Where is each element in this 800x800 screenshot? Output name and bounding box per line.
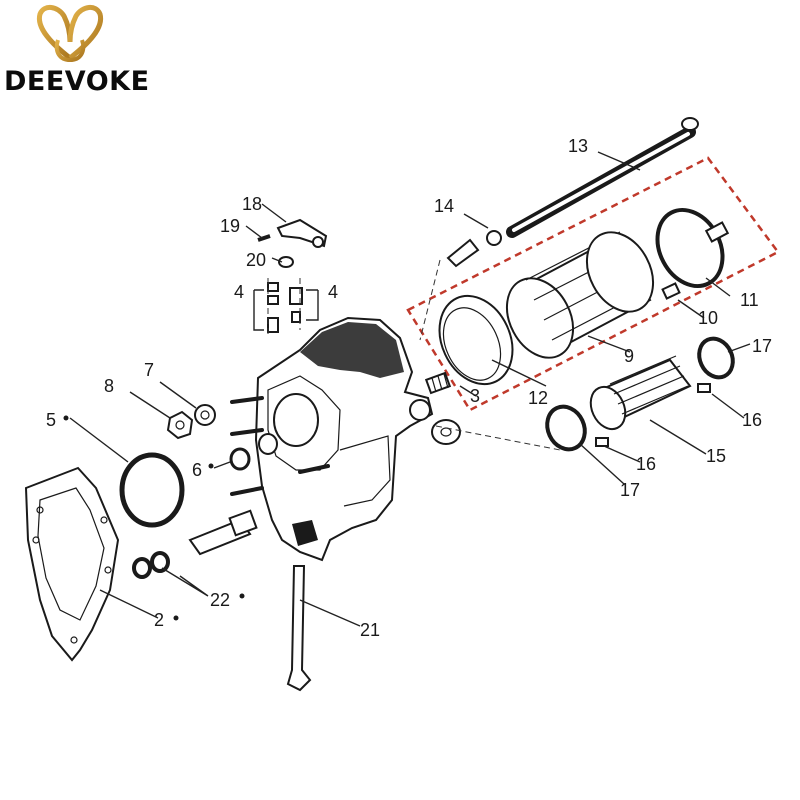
callout-4-left: 4 (234, 282, 244, 302)
exhaust-ring (438, 294, 514, 386)
callout-8: 8 (104, 376, 114, 396)
callout-15: 15 (706, 446, 726, 466)
o-ring-small (229, 447, 251, 471)
brand-name: DEEVOKE (4, 66, 150, 97)
clip-small-right (697, 383, 711, 393)
callout-7: 7 (144, 360, 154, 380)
callout-3: 3 (470, 386, 480, 406)
small-seals (132, 551, 170, 579)
o-ring-large (119, 452, 185, 528)
studs (230, 396, 330, 496)
shift-lever (257, 218, 328, 268)
callout-2: 2 (154, 610, 164, 630)
callout-9: 9 (624, 346, 634, 366)
bell-housing (254, 316, 434, 562)
callout-18: 18 (242, 194, 262, 214)
callout-17-right: 17 (752, 336, 772, 356)
callout-13: 13 (568, 136, 588, 156)
gasket-plate (24, 466, 120, 662)
shift-shaft (286, 565, 312, 692)
callout-10: 10 (698, 308, 718, 328)
leader-lines (69, 151, 751, 627)
alignment-lines (267, 259, 561, 451)
callout-14: 14 (434, 196, 454, 216)
callout-21: 21 (360, 620, 380, 640)
washer-nut (166, 404, 216, 440)
bellows-clamp (655, 207, 730, 289)
callout-16-right: 16 (742, 410, 762, 430)
shaft-coupler (188, 509, 258, 556)
flat-washer (431, 419, 461, 445)
callout-4-right: 4 (328, 282, 338, 302)
callout-11: 11 (740, 290, 759, 310)
clamp-small-left (545, 404, 587, 452)
callout-22: 22 (210, 590, 230, 610)
clip-large (661, 282, 681, 300)
callout-20: 20 (246, 250, 266, 270)
deevoke-logo-icon (36, 5, 104, 63)
callout-19: 19 (220, 216, 240, 236)
spring (424, 371, 452, 395)
clip-small-left (595, 437, 609, 447)
callout-16-left: 16 (636, 454, 656, 474)
water-hose (506, 117, 699, 238)
hose-fitting (446, 230, 502, 268)
callout-6: 6 (192, 460, 202, 480)
callout-5: 5 (46, 410, 56, 430)
callout-12: 12 (528, 388, 548, 408)
u-joint-bellows (589, 355, 692, 431)
exhaust-bellows (505, 231, 655, 359)
clamp-small-right (697, 336, 735, 380)
callout-17-left: 17 (620, 480, 640, 500)
bushings (267, 282, 303, 333)
